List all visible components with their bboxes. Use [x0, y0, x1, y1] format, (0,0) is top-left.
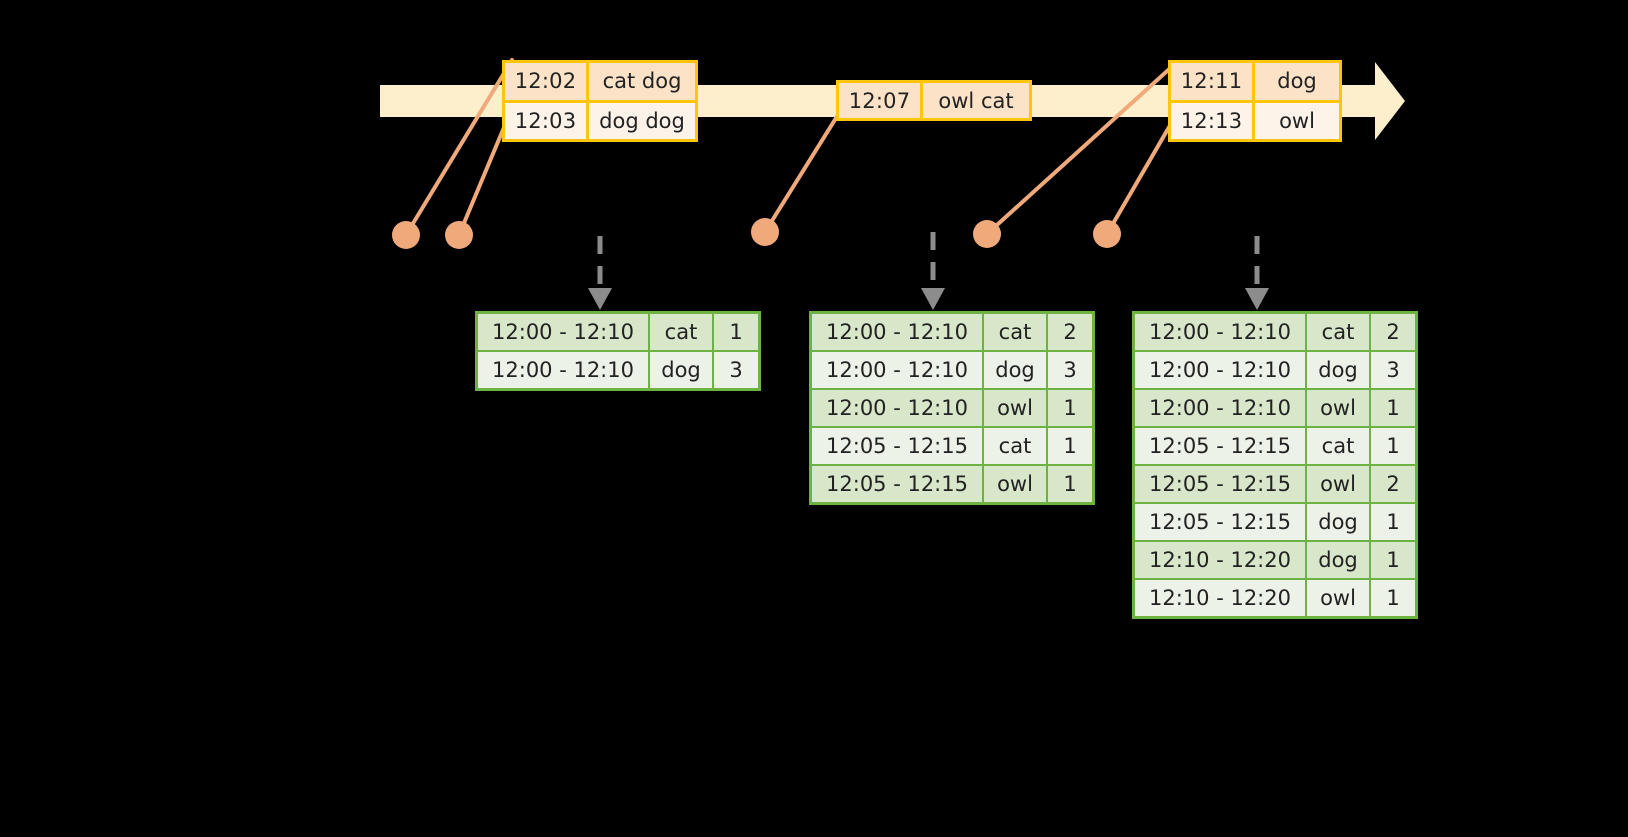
cell-window: 12:00 - 12:10 — [1135, 314, 1305, 350]
table-row[interactable]: 12:00 - 12:10 dog 3 — [812, 352, 1092, 388]
event-words: dog dog — [589, 102, 695, 139]
event-marker-5[interactable] — [1093, 220, 1121, 248]
table-row[interactable]: 12:00 - 12:10 owl 1 — [812, 390, 1092, 426]
cell-window: 12:00 - 12:10 — [812, 390, 982, 426]
cell-window: 12:10 - 12:20 — [1135, 542, 1305, 578]
cell-count: 2 — [1371, 314, 1415, 350]
result-table-3[interactable]: 12:00 - 12:10 cat 2 12:00 - 12:10 dog 3 … — [1132, 311, 1418, 619]
table-row[interactable]: 12:05 - 12:15 dog 1 — [1135, 504, 1415, 540]
event-row[interactable]: 12:07 owl cat — [839, 83, 1029, 118]
connector-line-5 — [1105, 120, 1174, 236]
cell-count: 3 — [1048, 352, 1092, 388]
cell-window: 12:00 - 12:10 — [812, 352, 982, 388]
cell-word: owl — [1307, 466, 1369, 502]
event-words: owl — [1255, 102, 1339, 139]
cell-count: 1 — [1371, 504, 1415, 540]
event-box-3[interactable]: 12:11 dog 12:13 owl — [1168, 60, 1342, 142]
cell-word: cat — [1307, 314, 1369, 350]
cell-window: 12:00 - 12:10 — [1135, 390, 1305, 426]
event-box-2[interactable]: 12:07 owl cat — [836, 80, 1032, 121]
cell-window: 12:05 - 12:15 — [812, 428, 982, 464]
cell-word: owl — [984, 390, 1046, 426]
emit-arrowheads — [588, 288, 1269, 310]
event-box-1[interactable]: 12:02 cat dog 12:03 dog dog — [502, 60, 698, 142]
event-time: 12:02 — [505, 63, 589, 100]
table-row[interactable]: 12:00 - 12:10 dog 3 — [478, 352, 758, 388]
table-row[interactable]: 12:00 - 12:10 cat 2 — [1135, 314, 1415, 350]
table-row[interactable]: 12:10 - 12:20 dog 1 — [1135, 542, 1415, 578]
table-row[interactable]: 12:05 - 12:15 cat 1 — [812, 428, 1092, 464]
table-row[interactable]: 12:05 - 12:15 cat 1 — [1135, 428, 1415, 464]
event-row[interactable]: 12:02 cat dog — [505, 63, 695, 100]
event-words: dog — [1255, 63, 1339, 100]
event-row[interactable]: 12:03 dog dog — [505, 99, 695, 139]
cell-count: 1 — [1371, 580, 1415, 616]
event-words: cat dog — [589, 63, 695, 100]
cell-window: 12:00 - 12:10 — [812, 314, 982, 350]
cell-window: 12:05 - 12:15 — [1135, 466, 1305, 502]
cell-count: 1 — [714, 314, 758, 350]
table-row[interactable]: 12:10 - 12:20 owl 1 — [1135, 580, 1415, 616]
cell-word: cat — [984, 428, 1046, 464]
cell-window: 12:05 - 12:15 — [1135, 428, 1305, 464]
result-table-2[interactable]: 12:00 - 12:10 cat 2 12:00 - 12:10 dog 3 … — [809, 311, 1095, 505]
cell-count: 2 — [1371, 466, 1415, 502]
cell-word: dog — [1307, 542, 1369, 578]
cell-word: owl — [984, 466, 1046, 502]
cell-window: 12:00 - 12:10 — [478, 352, 648, 388]
table-row[interactable]: 12:05 - 12:15 owl 1 — [812, 466, 1092, 502]
event-time: 12:07 — [839, 83, 923, 118]
cell-word: cat — [984, 314, 1046, 350]
connector-line-3 — [763, 108, 843, 234]
cell-count: 1 — [1371, 542, 1415, 578]
cell-window: 12:05 - 12:15 — [1135, 504, 1305, 540]
event-row[interactable]: 12:13 owl — [1171, 99, 1339, 139]
cell-count: 3 — [714, 352, 758, 388]
emit-arrows — [597, 232, 1260, 292]
event-marker-2[interactable] — [445, 221, 473, 249]
cell-window: 12:05 - 12:15 — [812, 466, 982, 502]
cell-count: 1 — [1048, 428, 1092, 464]
cell-word: dog — [1307, 352, 1369, 388]
emit-arrowhead-3 — [1245, 288, 1269, 310]
table-row[interactable]: 12:00 - 12:10 cat 2 — [812, 314, 1092, 350]
event-words: owl cat — [923, 83, 1029, 118]
cell-word: dog — [984, 352, 1046, 388]
event-row[interactable]: 12:11 dog — [1171, 63, 1339, 100]
cell-count: 3 — [1371, 352, 1415, 388]
cell-word: cat — [650, 314, 712, 350]
cell-count: 1 — [1371, 428, 1415, 464]
table-row[interactable]: 12:00 - 12:10 owl 1 — [1135, 390, 1415, 426]
cell-window: 12:00 - 12:10 — [1135, 352, 1305, 388]
connector-line-1 — [404, 58, 514, 237]
event-marker-1[interactable] — [392, 221, 420, 249]
event-marker-3[interactable] — [751, 218, 779, 246]
cell-word: owl — [1307, 580, 1369, 616]
event-time: 12:13 — [1171, 102, 1255, 139]
cell-count: 1 — [1048, 466, 1092, 502]
event-time: 12:03 — [505, 102, 589, 139]
cell-word: owl — [1307, 390, 1369, 426]
cell-count: 1 — [1371, 390, 1415, 426]
cell-word: dog — [1307, 504, 1369, 540]
result-table-1[interactable]: 12:00 - 12:10 cat 1 12:00 - 12:10 dog 3 — [475, 311, 761, 391]
connector-line-2 — [457, 123, 507, 237]
event-marker-4[interactable] — [973, 220, 1001, 248]
cell-window: 12:10 - 12:20 — [1135, 580, 1305, 616]
table-row[interactable]: 12:00 - 12:10 cat 1 — [478, 314, 758, 350]
cell-count: 2 — [1048, 314, 1092, 350]
cell-word: cat — [1307, 428, 1369, 464]
cell-word: dog — [650, 352, 712, 388]
cell-window: 12:00 - 12:10 — [478, 314, 648, 350]
event-time: 12:11 — [1171, 63, 1255, 100]
emit-arrowhead-1 — [588, 288, 612, 310]
cell-count: 1 — [1048, 390, 1092, 426]
emit-arrowhead-2 — [921, 288, 945, 310]
table-row[interactable]: 12:05 - 12:15 owl 2 — [1135, 466, 1415, 502]
table-row[interactable]: 12:00 - 12:10 dog 3 — [1135, 352, 1415, 388]
